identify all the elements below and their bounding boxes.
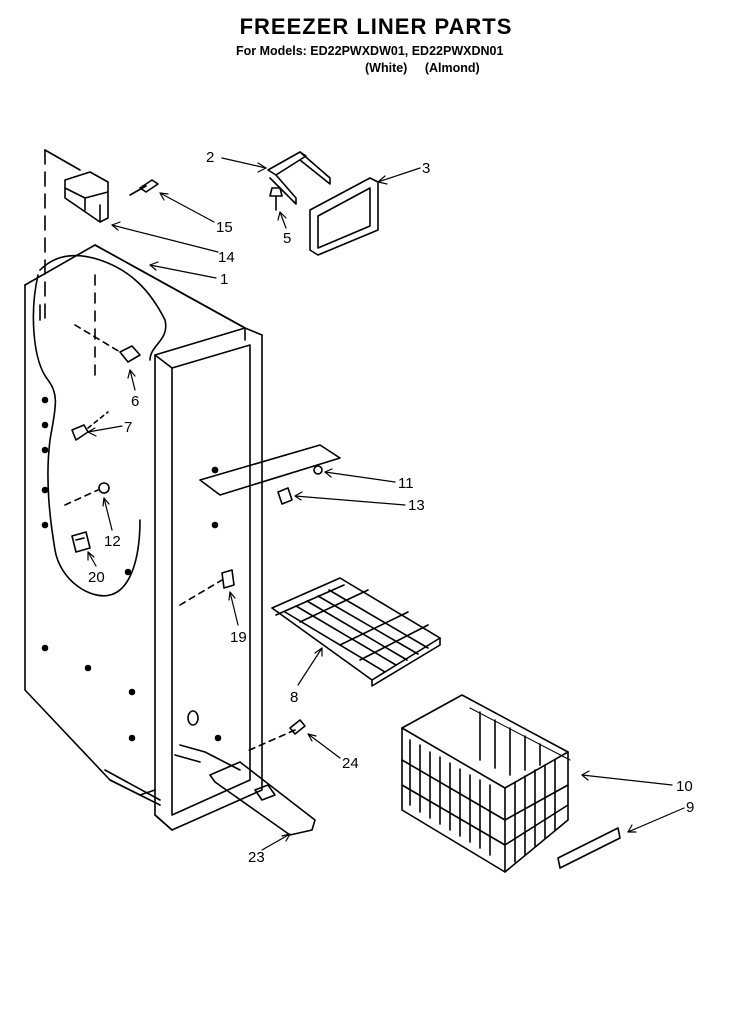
part-9-front bbox=[557, 827, 621, 869]
part-13-clip bbox=[277, 487, 293, 505]
part-8-shelf bbox=[271, 577, 441, 687]
callout-12: 12 bbox=[104, 533, 121, 550]
part-11-plate bbox=[199, 444, 341, 496]
callout-8: 8 bbox=[290, 689, 298, 706]
part-10-basket bbox=[401, 694, 571, 873]
part-15-screw bbox=[129, 179, 159, 196]
callout-19: 19 bbox=[230, 629, 247, 646]
callout-3: 3 bbox=[422, 160, 430, 177]
callout-2: 2 bbox=[206, 149, 214, 166]
callout-20: 20 bbox=[88, 569, 105, 586]
callout-7: 7 bbox=[124, 419, 132, 436]
part-23-rail bbox=[209, 761, 316, 836]
part-2-hinge bbox=[267, 151, 331, 205]
models-line: For Models: ED22PWXDW01, ED22PWXDN01 bbox=[236, 44, 504, 58]
color-white: (White) bbox=[365, 61, 408, 75]
part-12-screw bbox=[64, 482, 110, 506]
freezer-liner-drawing bbox=[24, 149, 263, 831]
callout-24: 24 bbox=[342, 755, 359, 772]
color-variants: (White) (Almond) bbox=[365, 61, 494, 75]
part-19-support bbox=[179, 569, 235, 606]
callout-15: 15 bbox=[216, 219, 233, 236]
part-14-bracket bbox=[64, 171, 109, 223]
color-almond: (Almond) bbox=[424, 61, 480, 75]
part-3-shield bbox=[309, 177, 379, 256]
part-5-screw bbox=[269, 187, 283, 211]
part-24-screw bbox=[244, 719, 306, 753]
callout-14: 14 bbox=[218, 249, 235, 266]
callout-9: 9 bbox=[686, 799, 694, 816]
leader-lines bbox=[87, 157, 685, 851]
callout-labels: 2 3 5 15 14 1 6 7 11 13 12 20 19 8 10 9 … bbox=[88, 149, 694, 866]
page-title: FREEZER LINER PARTS bbox=[239, 14, 513, 39]
callout-13: 13 bbox=[408, 497, 425, 514]
part-6-support bbox=[74, 324, 141, 363]
callout-10: 10 bbox=[676, 778, 693, 795]
part-7-clip bbox=[71, 411, 109, 441]
callout-11: 11 bbox=[398, 475, 414, 492]
part-20-clip bbox=[71, 531, 91, 553]
callout-5: 5 bbox=[283, 230, 291, 247]
callout-23: 23 bbox=[248, 849, 265, 866]
callout-6: 6 bbox=[131, 393, 139, 410]
callout-1: 1 bbox=[220, 271, 228, 288]
